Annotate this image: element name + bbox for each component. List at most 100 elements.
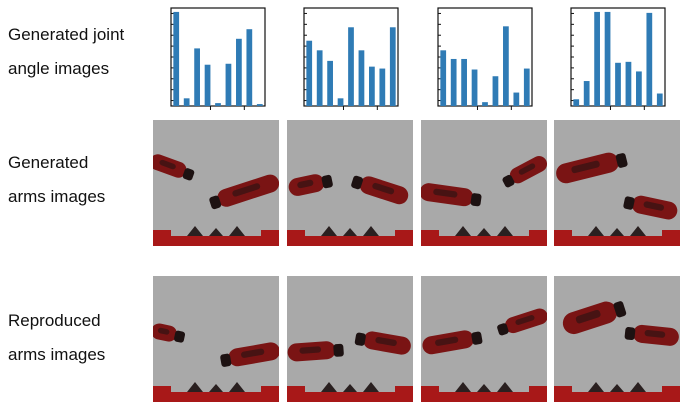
arm-shadow xyxy=(297,179,314,189)
generated-arm-image-1 xyxy=(153,120,279,246)
robot-arm xyxy=(354,331,411,355)
base-edge xyxy=(287,386,305,392)
bar xyxy=(369,66,375,106)
arm-gripper xyxy=(182,168,195,181)
arm-gripper xyxy=(333,343,344,357)
arm-shadow xyxy=(159,159,176,170)
robot-arm xyxy=(220,342,279,367)
bar xyxy=(379,68,386,106)
robot-base xyxy=(153,382,279,402)
scene-background xyxy=(421,120,547,246)
arm-shadow xyxy=(644,329,666,338)
base-clamp xyxy=(455,382,513,392)
arm-gripper xyxy=(615,153,628,168)
base-edge xyxy=(529,230,547,236)
base-platform xyxy=(421,236,547,246)
arm-shadow xyxy=(575,309,601,324)
base-edge xyxy=(153,230,171,236)
robot-arm xyxy=(421,183,482,207)
base-edge xyxy=(395,386,413,392)
base-edge xyxy=(153,386,171,392)
reproduced-arm-image-1 xyxy=(153,276,279,402)
robot-base xyxy=(421,226,547,246)
arm-gripper xyxy=(471,331,483,345)
base-edge xyxy=(662,230,680,236)
arm-shadow xyxy=(518,163,536,175)
base-clamp xyxy=(588,382,646,392)
bar xyxy=(173,11,180,107)
reproduced-arm-image-2 xyxy=(287,276,413,402)
base-clamp xyxy=(321,382,379,392)
arm-gripper xyxy=(220,353,232,367)
bar xyxy=(306,40,313,106)
generated-arm-image-4 xyxy=(554,120,680,246)
arm-gripper xyxy=(623,196,635,210)
base-edge xyxy=(554,386,572,392)
bar xyxy=(225,63,232,106)
robot-arm xyxy=(624,324,679,346)
bar xyxy=(523,68,530,106)
label-line-1: Reproduced xyxy=(8,311,101,330)
robot-arm xyxy=(422,330,483,355)
bar xyxy=(471,69,478,106)
bar xyxy=(513,92,520,106)
arm-gripper xyxy=(354,332,366,346)
bar xyxy=(194,48,200,106)
joint-angle-chart-2 xyxy=(298,6,400,118)
bar xyxy=(183,98,190,106)
base-platform xyxy=(421,392,547,402)
robot-arm xyxy=(153,323,186,343)
row-label-reproduced-arms: Reproduced arms images xyxy=(8,304,148,372)
base-clamp xyxy=(187,226,245,236)
robot-arm xyxy=(502,156,547,188)
base-edge xyxy=(554,230,572,236)
base-edge xyxy=(662,386,680,392)
bar xyxy=(204,64,211,106)
base-clamp xyxy=(321,226,379,236)
base-edge xyxy=(261,230,279,236)
arm-shadow xyxy=(232,183,261,197)
arm-gripper xyxy=(321,174,333,189)
bar xyxy=(256,104,263,106)
arm-gripper xyxy=(174,330,186,343)
robot-base xyxy=(421,382,547,402)
robot-base xyxy=(287,382,413,402)
reproduced-arm-image-3 xyxy=(421,276,547,402)
bar xyxy=(625,61,632,106)
robot-arm xyxy=(497,308,547,336)
arm-gripper xyxy=(351,175,364,190)
bar xyxy=(482,102,488,106)
bar xyxy=(327,60,333,106)
label-line-1: Generated xyxy=(8,153,89,172)
bar xyxy=(492,76,499,106)
arm-gripper xyxy=(470,193,482,207)
robot-arm xyxy=(562,301,627,335)
bar xyxy=(450,58,457,106)
bar xyxy=(503,26,509,106)
row-label-joint-angle: Generated joint angle images xyxy=(8,18,148,86)
arm-shadow xyxy=(157,327,170,335)
robot-arm xyxy=(287,341,344,362)
bar xyxy=(316,50,323,106)
bar xyxy=(358,50,365,106)
bar xyxy=(440,50,447,106)
bar xyxy=(246,29,253,107)
bar xyxy=(604,11,611,107)
arm-shadow xyxy=(299,346,322,354)
bar xyxy=(236,38,242,106)
bar xyxy=(573,99,580,106)
arm-gripper xyxy=(497,323,509,336)
bar xyxy=(461,58,467,106)
generated-arm-image-3 xyxy=(421,120,547,246)
arm-gripper xyxy=(624,327,636,341)
robot-arm xyxy=(209,174,279,210)
base-platform xyxy=(153,392,279,402)
robot-arm xyxy=(351,175,409,205)
joint-angle-chart-3 xyxy=(432,6,534,118)
robot-arm xyxy=(153,154,195,181)
robot-base xyxy=(554,382,680,402)
robot-arm xyxy=(623,195,678,220)
base-edge xyxy=(421,386,439,392)
label-line-1: Generated joint xyxy=(8,25,125,44)
arm-gripper xyxy=(209,195,222,210)
